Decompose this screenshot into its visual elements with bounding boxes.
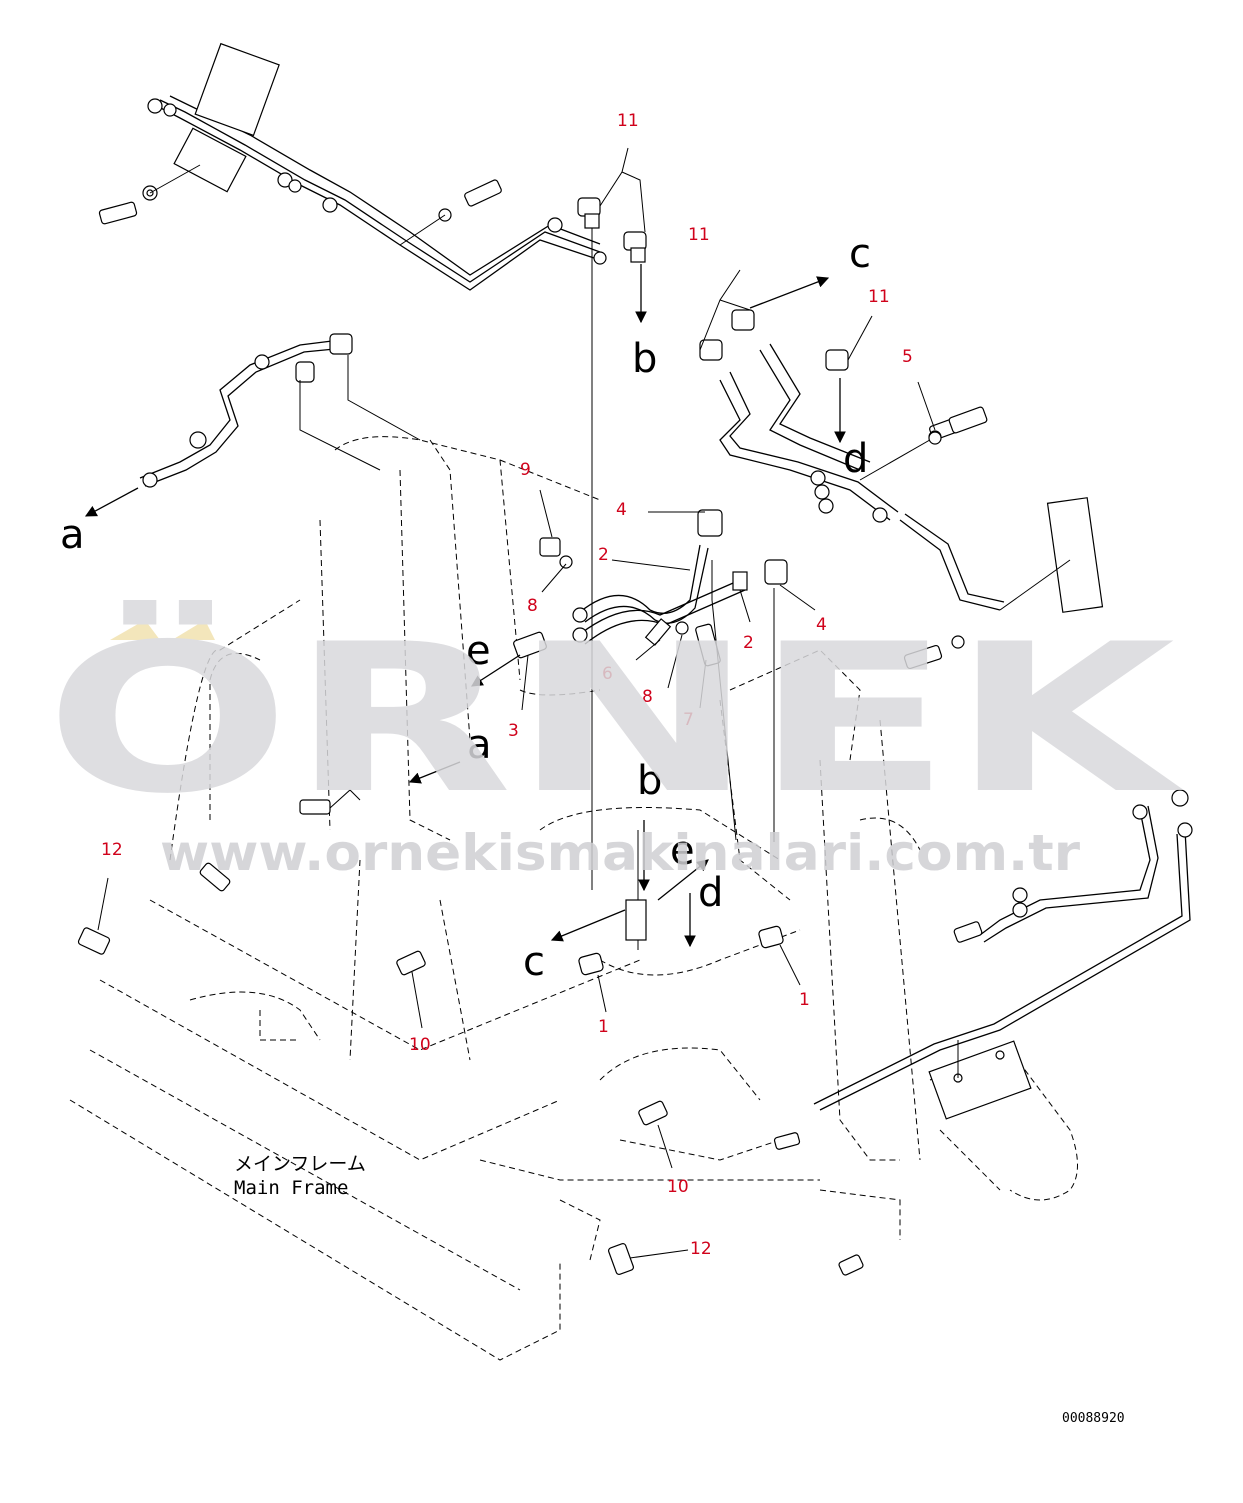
center-hose-assembly (471, 489, 816, 842)
part-label-11b: 11 (688, 225, 710, 245)
watermark-accent-mark-right (172, 620, 215, 640)
arrow-letter-e-center: e (466, 628, 491, 674)
tube-assembly-right-lower (813, 789, 1193, 1120)
main-frame-label-english: Main Frame (234, 1177, 348, 1199)
lower-fittings (77, 761, 864, 1276)
part-label-1a: 1 (799, 990, 810, 1010)
arrow-letter-c-lower: c (523, 939, 545, 985)
part-label-12b: 12 (690, 1239, 712, 1259)
arrow-letter-a-left: a (60, 512, 85, 558)
drawing-code: 00088920 (1062, 1411, 1125, 1426)
watermark-brand: ÖRNEK (45, 600, 1185, 839)
part-number-labels: 11 11 11 5 9 4 2 8 4 2 6 8 7 3 12 1 1 10… (101, 111, 913, 1259)
arrow-letter-b-lower: b (637, 758, 662, 804)
watermark-accent-mark-left (110, 620, 160, 640)
main-frame-label-japanese: メインフレーム (234, 1153, 366, 1175)
arrow-letter-labels: c b d a e a b e d c (60, 231, 871, 985)
bolt-5-group (917, 381, 988, 445)
arrow-letter-d-lower: d (698, 870, 723, 916)
elbow-fittings-top (577, 147, 647, 890)
arrow-letter-e-lower: e (670, 828, 695, 874)
part-label-9: 9 (520, 460, 531, 480)
part-label-8a: 8 (527, 596, 538, 616)
part-label-7: 7 (683, 710, 694, 730)
part-label-4a: 4 (616, 500, 627, 520)
part-label-2a: 2 (598, 545, 609, 565)
part-label-11c: 11 (868, 287, 890, 307)
part-label-12a: 12 (101, 840, 123, 860)
part-label-8b: 8 (642, 687, 653, 707)
part-label-11a: 11 (617, 111, 639, 131)
arrow-letter-b-top: b (632, 336, 657, 382)
part-label-5: 5 (902, 347, 913, 367)
part-label-4b: 4 (816, 615, 827, 635)
part-label-10a: 10 (409, 1035, 431, 1055)
watermark: ÖRNEK www.ornekismakinalari.com.tr (45, 600, 1185, 882)
part-label-3: 3 (508, 721, 519, 741)
part-label-1b: 1 (598, 1017, 609, 1037)
part-label-10b: 10 (667, 1177, 689, 1197)
arrow-letter-c-top: c (849, 231, 871, 277)
arrow-letter-d-top: d (843, 436, 868, 482)
part-label-2b: 2 (743, 633, 754, 653)
watermark-url: www.ornekismakinalari.com.tr (160, 824, 1080, 882)
part-label-6: 6 (602, 664, 613, 684)
tube-assembly-top-left (98, 42, 607, 291)
arrow-letter-a-lower: a (467, 722, 492, 768)
main-frame-outline (69, 436, 1078, 1361)
tube-assembly-left (84, 333, 421, 517)
main-frame-label: メインフレーム Main Frame (234, 1153, 366, 1199)
